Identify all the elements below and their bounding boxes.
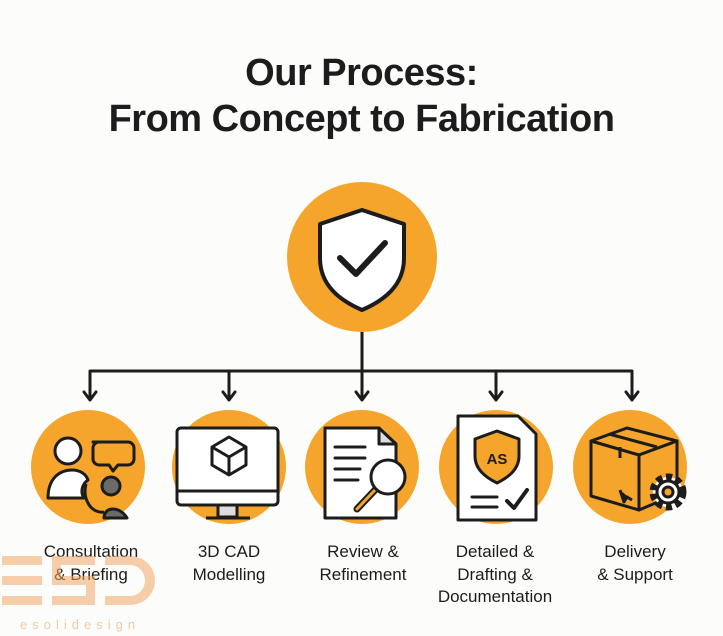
label-line: Modelling <box>192 564 266 584</box>
document-magnifier-icon <box>305 410 419 524</box>
label-line: Review & <box>327 542 399 561</box>
label-line: Refinement <box>319 564 407 584</box>
box-gear-icon <box>573 410 687 524</box>
step-label-drafting: Detailed & Drafting & Documentation <box>415 541 575 609</box>
step-label-review: Review & Refinement <box>283 541 443 586</box>
badge-text: AS <box>487 451 508 468</box>
label-line: Documentation <box>437 587 553 606</box>
label-line: 3D CAD <box>197 542 261 561</box>
title-line-2: From Concept to Fabrication <box>108 98 615 140</box>
step-label-cad: 3D CAD Modelling <box>149 541 309 586</box>
watermark-text: esolidesign <box>20 617 141 632</box>
title-line-1: Our Process: <box>245 52 478 94</box>
document-shield-icon: AS <box>439 410 553 524</box>
label-line: Detailed & <box>455 542 535 561</box>
connectors <box>82 332 640 402</box>
consultation-people-icon <box>31 410 145 524</box>
step-label-delivery: Delivery & Support <box>555 541 715 586</box>
watermark-logo <box>2 556 155 605</box>
monitor-cube-icon <box>172 410 286 524</box>
label-line: & Support <box>597 564 673 584</box>
shield-check-icon <box>287 182 437 332</box>
label-line: Delivery <box>604 542 666 561</box>
label-line: Drafting & <box>457 564 533 584</box>
